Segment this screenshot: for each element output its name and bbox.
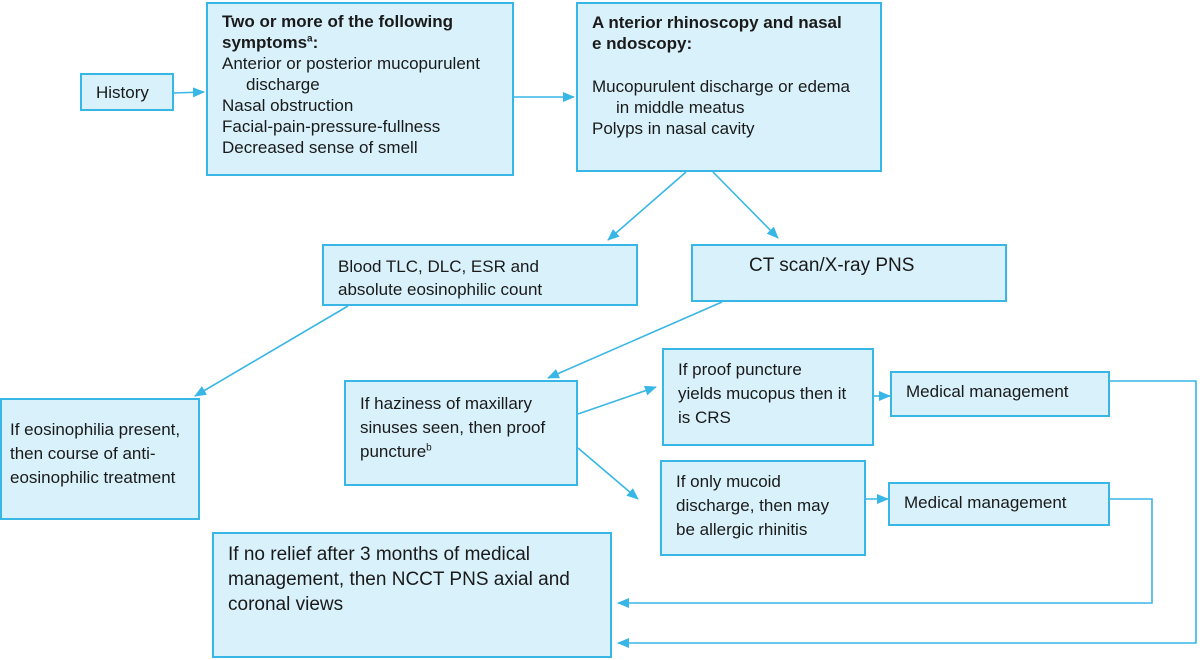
rhinoscopy-heading-1: A nterior rhinoscopy and nasal: [592, 13, 842, 32]
eosinophilia-line-1: If eosinophilia present,: [10, 420, 181, 439]
rhinoscopy-heading-2: e ndoscopy:: [592, 34, 693, 53]
haziness-line-3: punctureb: [360, 440, 572, 464]
rhinoscopy-item-2: Polyps in nasal cavity: [592, 119, 755, 138]
mucopus-line-2: yields mucopus then it: [678, 384, 847, 403]
ct-scan-label: CT scan/X-ray PNS: [749, 255, 915, 276]
blood-test-line-1: Blood TLC, DLC, ESR and: [338, 257, 539, 276]
mucoid-box: If only mucoid discharge, then may be al…: [660, 460, 866, 556]
medical-management-label-1: Medical management: [906, 382, 1069, 401]
mucopus-box: If proof puncture yields mucopus then it…: [662, 348, 874, 446]
blood-test-box: Blood TLC, DLC, ESR and absolute eosinop…: [322, 244, 638, 306]
no-relief-line-1: If no relief after 3 months of medical: [228, 544, 531, 565]
footnote-a-marker: a: [307, 33, 313, 45]
haziness-line-1: If haziness of maxillary: [360, 394, 532, 413]
medical-management-box-1: Medical management: [890, 371, 1110, 417]
footnote-b-marker: b: [426, 442, 432, 454]
no-relief-line-2: management, then NCCT PNS axial and: [228, 569, 570, 590]
symptom-item-1: Anterior or posterior mucopurulent: [222, 54, 480, 73]
eosinophilia-box: If eosinophilia present, then course of …: [0, 398, 200, 520]
mucopus-line-3: is CRS: [678, 408, 731, 427]
blood-test-line-2: absolute eosinophilic count: [338, 280, 543, 299]
mucoid-line-3: be allergic rhinitis: [676, 520, 808, 539]
symptoms-heading-text: Two or more of the following symptoms: [222, 12, 454, 52]
rhinoscopy-item-1: Mucopurulent discharge or edema: [592, 77, 850, 96]
arrow-history-to-symptoms: [172, 87, 205, 98]
symptom-item-1-cont: discharge: [246, 75, 320, 94]
no-relief-box: If no relief after 3 months of medical m…: [212, 532, 612, 658]
medical-management-label-2: Medical management: [904, 493, 1067, 512]
haziness-line-2: sinuses seen, then proof: [360, 418, 546, 437]
arrow-haziness-to-mucopus: [577, 385, 657, 415]
symptoms-heading: Two or more of the following symptomsa:: [222, 11, 506, 53]
arrow-haziness-to-mucoid: [577, 447, 639, 500]
medical-management-box-2: Medical management: [888, 482, 1110, 526]
rhinoscopy-box: A nterior rhinoscopy and nasal e ndoscop…: [576, 2, 882, 172]
symptom-item-3: Facial-pain-pressure-fullness: [222, 117, 441, 136]
mucoid-line-1: If only mucoid: [676, 472, 781, 491]
mucoid-line-2: discharge, then may: [676, 496, 830, 515]
eosinophilia-line-2: then course of anti-: [10, 444, 156, 463]
history-label: History: [96, 83, 149, 102]
symptoms-box: Two or more of the following symptomsa: …: [206, 2, 514, 176]
rhinoscopy-item-1-cont: in middle meatus: [616, 98, 745, 117]
haziness-box: If haziness of maxillary sinuses seen, t…: [344, 380, 578, 486]
symptom-item-4: Decreased sense of smell: [222, 138, 418, 157]
arrow-rhinoscopy-to-ct: [712, 171, 779, 239]
history-box: History: [80, 73, 174, 111]
rhinoscopy-spacer: [592, 54, 874, 76]
symptom-item-2: Nasal obstruction: [222, 96, 354, 115]
ct-scan-box: CT scan/X-ray PNS: [691, 244, 1007, 302]
haziness-line-3-text: puncture: [360, 442, 427, 461]
eosinophilia-line-3: eosinophilic treatment: [10, 468, 176, 487]
mucopus-line-1: If proof puncture: [678, 360, 802, 379]
no-relief-line-3: coronal views: [228, 594, 344, 615]
arrow-rhinoscopy-to-blood: [607, 171, 687, 241]
arrow-blood-to-eosinophilia: [194, 305, 349, 397]
symptoms-heading-colon: :: [312, 33, 319, 52]
